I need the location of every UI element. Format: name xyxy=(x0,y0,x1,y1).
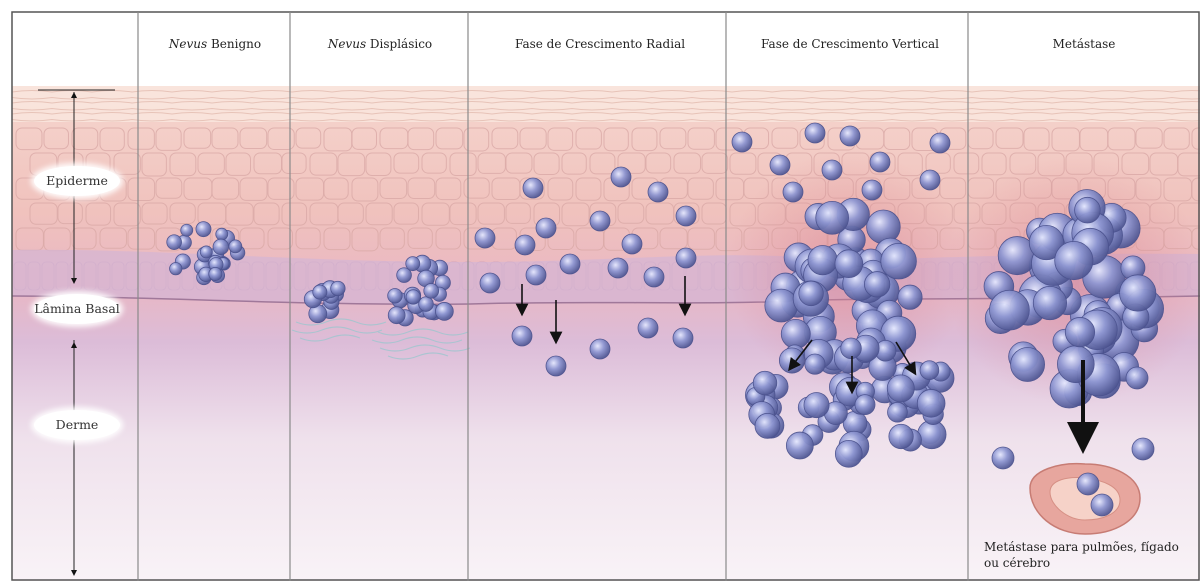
stage-title-radial-growth: Fase de Crescimento Radial xyxy=(500,36,700,52)
melanocyte-cell xyxy=(989,290,1029,330)
melanocyte-cell xyxy=(808,246,837,275)
stage-title-dysplastic-nevus: Nevus Displásico xyxy=(292,36,468,52)
melanocyte-cell xyxy=(608,258,628,278)
melanocyte-cell xyxy=(536,218,556,238)
melanocyte-cell xyxy=(611,167,631,187)
melanocyte-cell xyxy=(512,326,532,346)
melanocyte-cell xyxy=(805,354,825,374)
melanocyte-cell xyxy=(917,389,945,417)
melanocyte-cell xyxy=(888,402,908,422)
melanocyte-cell xyxy=(209,267,222,280)
melanocyte-cell xyxy=(216,228,228,240)
melanocyte-cell xyxy=(870,152,890,172)
melanocyte-cell xyxy=(1077,473,1099,495)
label-epidermis: Epiderme xyxy=(34,166,120,196)
melanocyte-cell xyxy=(170,262,182,274)
metastasis-caption: Metástase para pulmões, fígado ou cérebr… xyxy=(984,539,1194,571)
melanocyte-cell xyxy=(1091,494,1113,516)
melanocyte-cell xyxy=(424,283,439,298)
melanocyte-cell xyxy=(1057,346,1094,383)
melanocyte-cell xyxy=(920,170,940,190)
melanocyte-cell xyxy=(475,228,495,248)
melanocyte-cell xyxy=(435,302,453,320)
melanocyte-cell xyxy=(841,338,862,359)
melanocyte-cell xyxy=(1120,275,1156,311)
melanocyte-cell xyxy=(881,243,917,279)
melanocyte-cell xyxy=(638,318,658,338)
melanocyte-cell xyxy=(406,257,420,271)
melanocyte-cell xyxy=(1126,367,1148,389)
melanocyte-cell xyxy=(1075,197,1101,223)
stage-title-vertical-growth: Fase de Crescimento Vertical xyxy=(750,36,950,52)
melanocyte-cell xyxy=(644,267,664,287)
label-basal-lamina: Lâmina Basal xyxy=(34,294,120,324)
melanocyte-cell xyxy=(855,395,875,415)
melanocyte-cell xyxy=(313,285,327,299)
label-dermis: Derme xyxy=(34,410,120,440)
melanocyte-cell xyxy=(898,285,922,309)
melanocyte-cell xyxy=(835,250,863,278)
melanocyte-cell xyxy=(406,290,420,304)
melanocyte-cell xyxy=(765,289,798,322)
melanocyte-cell xyxy=(889,424,913,448)
melanocyte-cell xyxy=(523,178,543,198)
melanocyte-cell xyxy=(676,248,696,268)
melanocyte-cell xyxy=(755,413,780,438)
melanocyte-cell xyxy=(676,206,696,226)
melanocyte-cell xyxy=(181,224,193,236)
melanocyte-cell xyxy=(822,160,842,180)
melanocyte-cell xyxy=(515,235,535,255)
melanocyte-cell xyxy=(840,126,860,146)
melanocyte-cell xyxy=(805,123,825,143)
melanocyte-cell xyxy=(648,182,668,202)
melanocyte-cell xyxy=(887,375,914,402)
melanocyte-cell xyxy=(920,361,939,380)
melanocyte-cell xyxy=(331,281,345,295)
melanocyte-cell xyxy=(1011,347,1045,381)
melanocyte-cell xyxy=(590,339,610,359)
melanocyte-cell xyxy=(1033,286,1066,319)
melanocyte-cell xyxy=(419,297,434,312)
melanocyte-cell xyxy=(732,132,752,152)
melanocyte-cell xyxy=(864,272,889,297)
melanocyte-cell xyxy=(799,281,824,306)
melanocyte-cell xyxy=(781,319,810,348)
melanocyte-cell xyxy=(770,155,790,175)
melanocyte-cell xyxy=(786,432,813,459)
melanocyte-cell xyxy=(930,133,950,153)
melanocyte-cell xyxy=(546,356,566,376)
stage-title-benign-nevus: Nevus Benigno xyxy=(140,36,290,52)
melanocyte-cell xyxy=(388,307,405,324)
melanocyte-cell xyxy=(196,222,211,237)
melanocyte-cell xyxy=(673,328,693,348)
melanocyte-cell xyxy=(526,265,546,285)
melanocyte-cell xyxy=(622,234,642,254)
stage-title-metastasis: Metástase xyxy=(970,36,1198,52)
melanocyte-cell xyxy=(388,288,403,303)
melanocyte-cell xyxy=(229,240,242,253)
melanocyte-cell xyxy=(753,371,777,395)
melanocyte-cell xyxy=(480,273,500,293)
melanocyte-cell xyxy=(1132,438,1154,460)
melanocyte-cell xyxy=(835,440,862,467)
melanocyte-cell xyxy=(1055,241,1093,279)
melanocyte-cell xyxy=(779,348,804,373)
melanocyte-cell xyxy=(590,211,610,231)
melanocyte-cell xyxy=(200,246,212,258)
melanocyte-cell xyxy=(816,201,849,234)
melanocyte-cell xyxy=(804,393,829,418)
melanocyte-cell xyxy=(862,180,882,200)
melanocyte-cell xyxy=(560,254,580,274)
melanocyte-cell xyxy=(213,239,229,255)
melanocyte-cell xyxy=(167,235,182,250)
melanocyte-cell xyxy=(783,182,803,202)
melanocyte-cell xyxy=(992,447,1014,469)
melanocyte-cell xyxy=(1065,317,1094,346)
